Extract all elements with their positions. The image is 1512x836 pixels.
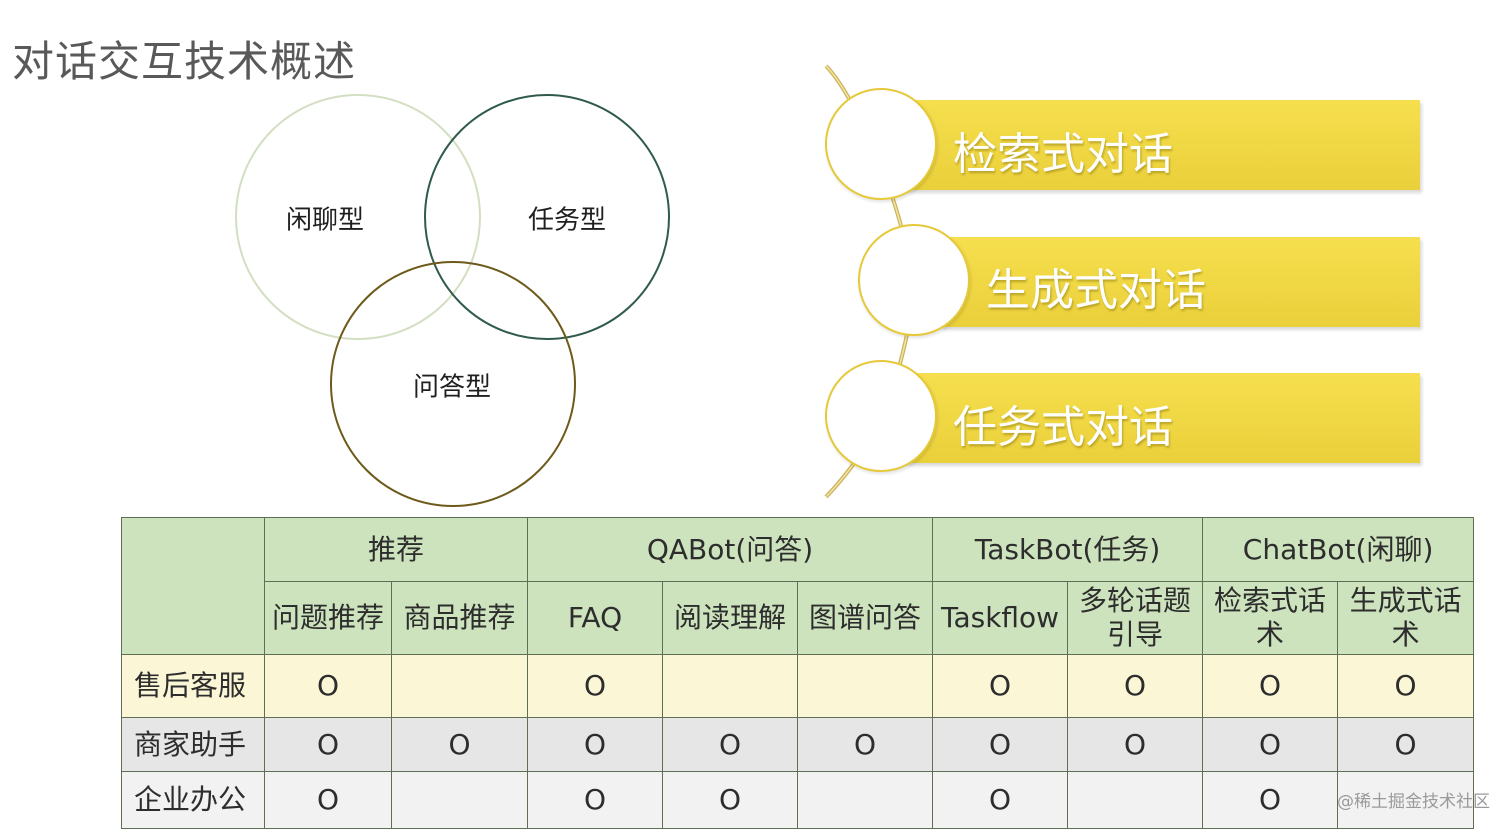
table-cell: O [264,654,392,718]
table-cell: O [932,654,1069,718]
row-header: 商家助手 [121,717,265,772]
column-header: 图谱问答 [797,581,934,655]
row-header: 企业办公 [121,771,265,829]
table-cell: O [797,717,934,772]
venn-label-task: 任务型 [527,205,607,236]
table-cell: O [662,717,799,772]
row-header: 售后客服 [121,654,265,718]
group-header: 推荐 [263,517,529,582]
corner-cell [121,517,265,655]
label-retrieval-dialog: 检索式对话 [953,129,1173,180]
column-header: Taskflow [932,581,1069,655]
page-title: 对话交互技术概述 [12,37,357,86]
venn-circle-qa [330,261,576,507]
capability-table: 推荐 QABot(问答) TaskBot(任务) ChatBot(闲聊) 问题推… [121,517,1475,829]
table-cell [797,654,934,718]
venn-circle-task [424,94,670,340]
table-cell [390,771,529,829]
node-generative [858,224,970,336]
table-cell: O [662,771,799,829]
table-cell: O [932,717,1069,772]
table-cell: O [527,771,664,829]
table-cell: O [264,771,392,829]
table-row: 企业办公 O O O O O [121,771,1475,829]
group-header: QABot(问答) [527,517,934,582]
table-cell [1067,771,1204,829]
column-header: 问题推荐 [264,581,392,655]
label-task-dialog: 任务式对话 [953,402,1173,453]
node-task [825,360,937,472]
column-header: 阅读理解 [662,581,799,655]
table-cell: O [1337,717,1475,772]
table-cell: O [390,717,529,772]
table-row: 售后客服 O O O O O O [121,654,1475,718]
bar-task [905,373,1420,463]
venn-diagram [235,94,670,507]
table-cell: O [1337,654,1475,718]
watermark: @稀土掘金技术社区 [1337,792,1490,812]
table-cell [390,654,529,718]
table-cell: O [1202,717,1339,772]
venn-circle-chitchat [235,94,481,340]
group-header: ChatBot(闲聊) [1202,517,1475,582]
bar-generative [940,237,1420,327]
table-cell [797,771,934,829]
table-cell: O [527,654,664,718]
node-retrieval [825,88,937,200]
table-cell: O [264,717,392,772]
venn-label-qa: 问答型 [412,372,492,403]
table-cell [1337,771,1475,829]
table-cell: O [527,717,664,772]
table-cell: O [932,771,1069,829]
column-header: FAQ [527,581,664,655]
table-row: 商家助手 O O O O O O O O O [121,717,1475,772]
column-header-row: 问题推荐 商品推荐 FAQ 阅读理解 图谱问答 Taskflow 多轮话题引导 … [122,581,1475,655]
table-cell: O [1202,654,1339,718]
venn-label-chitchat: 闲聊型 [285,205,365,236]
column-header: 多轮话题引导 [1067,581,1204,655]
table-cell [662,654,799,718]
group-header-row: 推荐 QABot(问答) TaskBot(任务) ChatBot(闲聊) [121,517,1475,655]
table-cell: O [1067,654,1204,718]
table-cell: O [1067,717,1204,772]
label-generative-dialog: 生成式对话 [986,265,1206,316]
column-header: 商品推荐 [390,581,529,655]
group-header: TaskBot(任务) [932,517,1204,582]
bar-retrieval [905,100,1420,190]
column-header: 生成式话术 [1337,581,1475,655]
table-cell: O [1202,771,1339,829]
column-header: 检索式话术 [1202,581,1339,655]
